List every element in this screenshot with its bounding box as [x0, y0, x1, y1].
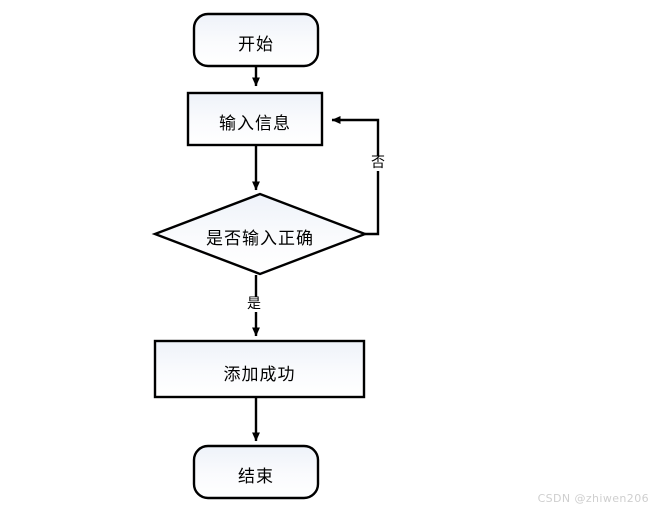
- node-shape-diamond: [151, 192, 369, 276]
- node-end[interactable]: [192, 444, 320, 500]
- edge-label-no: 否: [369, 155, 387, 171]
- edge-path: [331, 116, 380, 236]
- node-start[interactable]: [192, 12, 320, 68]
- node-decision[interactable]: [151, 192, 369, 276]
- node-shape-rounded-rectangle: [192, 12, 320, 68]
- edge-decision-no-to-input: [331, 116, 380, 236]
- node-success[interactable]: [153, 339, 366, 399]
- edge-label-yes: 是: [245, 296, 263, 312]
- watermark: CSDN @zhiwen206: [537, 492, 649, 505]
- node-shape-rounded-rectangle: [192, 444, 320, 500]
- node-input[interactable]: [186, 91, 324, 147]
- node-shape-rectangle: [153, 339, 366, 399]
- node-shape-rectangle: [186, 91, 324, 147]
